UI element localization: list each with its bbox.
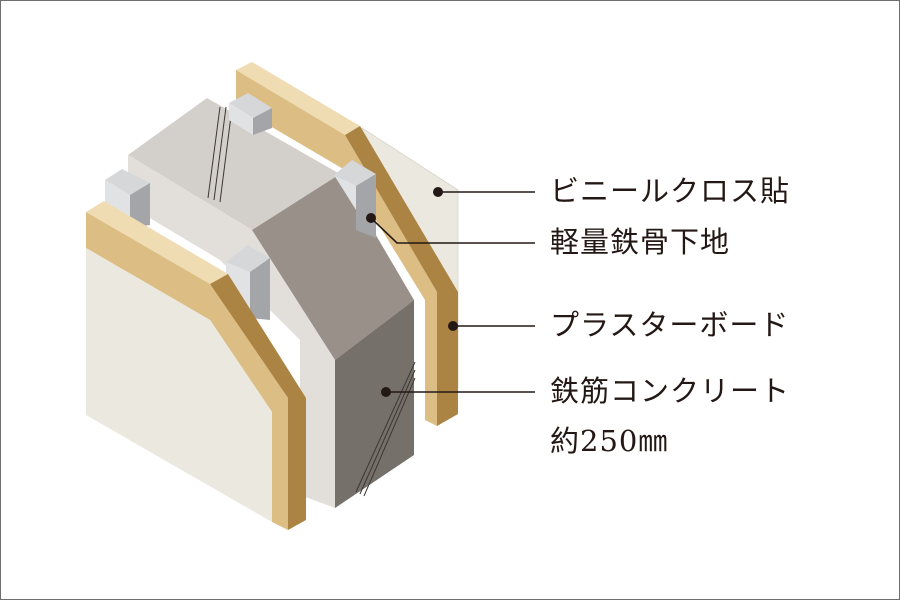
callout-reinforced-concrete: 鉄筋コンクリート [550,374,791,408]
front-wallpaper-panel [86,248,272,522]
callout-concrete-thickness: 約250㎜ [550,424,669,458]
callout-plaster-board: プラスターボード [550,308,790,342]
steel-stud [229,93,272,135]
back-plaster-board-edge [345,126,458,426]
front-plaster-board-face [86,212,288,530]
front-plaster-board-edge [210,274,306,530]
callout-light-steel-frame: 軽量鉄骨下地 [550,225,731,259]
concrete-top [128,98,340,230]
rebar-lines [207,106,416,497]
concrete-front-face [252,174,414,360]
leader-lines [366,187,535,397]
front-plaster-board-top [86,201,228,284]
callout-vinyl-cloth: ビニールクロス貼 [550,174,791,208]
back-plaster-board-top [236,62,360,135]
concrete-dark-face [335,300,414,508]
